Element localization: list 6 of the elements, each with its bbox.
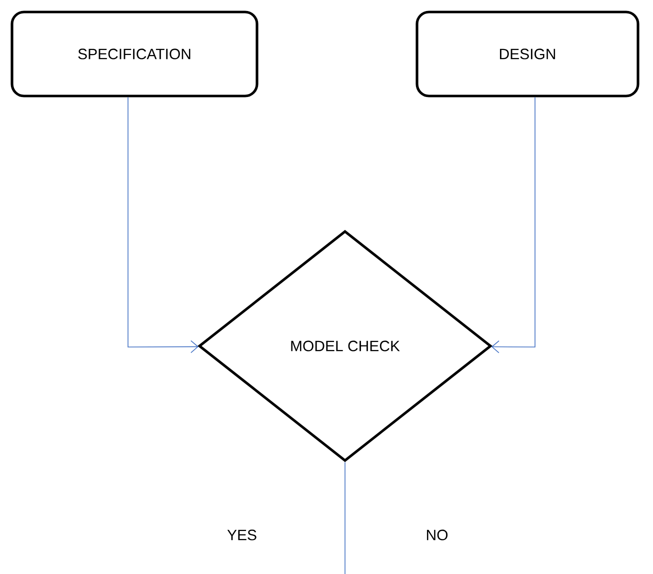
process-box: DESIGN: [416, 10, 640, 98]
arrow: [128, 96, 199, 354]
arrow: [491, 96, 536, 354]
branch-label: NO: [426, 530, 448, 540]
branch-label: YES: [227, 530, 256, 540]
process-box: SPECIFICATION: [10, 10, 258, 98]
